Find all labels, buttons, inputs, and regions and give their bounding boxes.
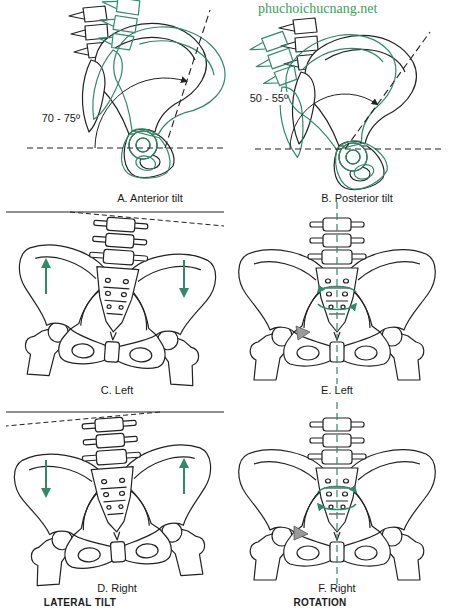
pelvis-side-tilted xyxy=(248,7,423,207)
pelvic-axis xyxy=(345,32,430,149)
lateral-tilt-right-figure xyxy=(6,411,224,586)
pelvic-axis xyxy=(165,10,210,148)
anterior-tilt-figure xyxy=(27,0,238,192)
rotation-arrow xyxy=(318,486,356,492)
pelvis-front xyxy=(239,418,436,580)
horizontal-reference xyxy=(6,212,224,213)
midline xyxy=(336,202,337,384)
pelvis-front xyxy=(12,211,219,386)
figure-caption: E. Left xyxy=(321,384,353,397)
angle-arc xyxy=(95,78,187,148)
midline xyxy=(336,402,337,584)
rotation-right-figure xyxy=(239,402,436,584)
figure-caption: A. Anterior tilt xyxy=(117,192,182,205)
up-arrow xyxy=(45,260,47,294)
figure-caption: B. Posterior tilt xyxy=(321,192,393,205)
angle-label: 50 - 55º xyxy=(250,92,288,105)
shaded-area xyxy=(296,326,310,340)
pelvis-front xyxy=(11,411,218,586)
up-arrow xyxy=(183,460,185,494)
watermark: phuchoichucnang.net xyxy=(256,2,379,15)
angle-label: 70 - 75º xyxy=(42,112,80,125)
figure-caption: D. Right xyxy=(97,582,137,595)
rotation-arrow xyxy=(318,504,356,510)
shaded-area xyxy=(294,526,308,540)
horizontal-reference xyxy=(6,412,224,413)
down-arrow xyxy=(183,260,185,296)
horizontal-reference xyxy=(255,148,441,149)
down-arrow xyxy=(45,460,47,496)
rotation-left-figure xyxy=(239,202,436,384)
angle-arc xyxy=(290,94,377,149)
lateral-tilt-left-figure xyxy=(6,211,224,386)
rotation-arrow xyxy=(318,286,356,292)
figure-caption: C. Left xyxy=(101,384,133,397)
section-heading: ROTATION xyxy=(293,596,346,609)
pelvis-front xyxy=(239,218,436,380)
pelvis-side-neutral xyxy=(279,18,416,190)
posterior-tilt-figure xyxy=(248,7,441,207)
rotation-arrow xyxy=(318,304,356,310)
section-heading: LATERAL TILT xyxy=(44,596,116,609)
figure-caption: F. Right xyxy=(318,582,355,595)
pelvis-side-tilted xyxy=(63,0,238,192)
horizontal-reference xyxy=(27,147,225,148)
